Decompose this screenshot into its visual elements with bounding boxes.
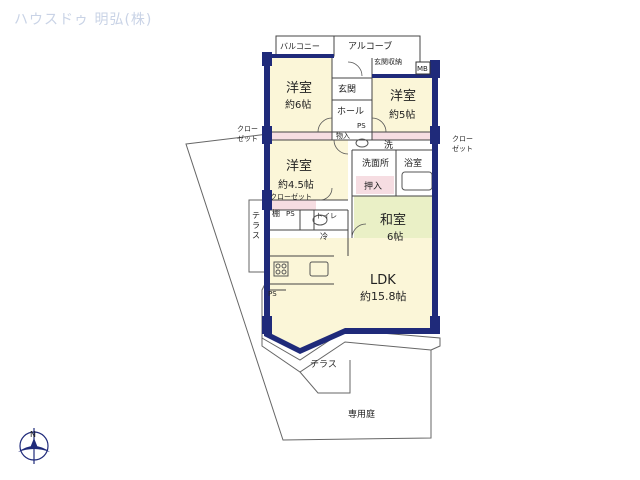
genkan-label: 玄関 (338, 83, 356, 95)
private-garden-label: 専用庭 (348, 408, 375, 420)
terrace-small-1: テ (252, 211, 260, 220)
room-fills (268, 58, 436, 350)
balcony-label: バルコニー (280, 42, 320, 51)
terrace-small-2: ラ (252, 221, 260, 230)
ldk-name: LDK (370, 273, 396, 288)
toilet-bowl (312, 214, 328, 226)
room1-name: 洋室 (286, 80, 312, 96)
washroom-label: 洗面所 (362, 157, 389, 169)
room1-size: 約6帖 (285, 98, 311, 111)
compass-icon: N (18, 428, 50, 464)
closet-right-line2: ゼット (452, 144, 473, 153)
mb-box (415, 61, 431, 75)
room3-name: 洋室 (286, 158, 312, 174)
fixtures (273, 138, 433, 277)
terrace-small-3: ス (252, 231, 260, 240)
oshiire-label: 押入 (364, 180, 382, 192)
alcove-label: アルコーブ (348, 40, 392, 52)
tana-label: 棚 (272, 208, 280, 218)
toilet-label: トイレ (316, 212, 337, 220)
washitsu-size: 6帖 (387, 230, 403, 243)
fridge-label: 冷 (320, 231, 328, 241)
room2-size: 約5帖 (389, 108, 415, 121)
wash-basin (355, 138, 369, 148)
closet3-label: クローゼット (270, 192, 312, 201)
ps-toilet-label: PS (286, 210, 295, 218)
ldk-size: 約15.8帖 (360, 289, 407, 303)
company-watermark: ハウスドゥ 明弘(株) (14, 12, 153, 28)
door-swings (317, 61, 387, 239)
washitsu-name: 和室 (380, 212, 406, 228)
entrance-storage-label: 玄関収納 (374, 57, 402, 66)
room3-size: 約4.5帖 (278, 178, 314, 191)
stove (273, 261, 289, 277)
mb-label: MB (417, 65, 428, 73)
bathroom-label: 浴室 (404, 157, 422, 169)
sink (309, 261, 329, 277)
terrace-label: テラス (310, 359, 337, 370)
structural-walls (262, 52, 440, 354)
closet-left-line1: クロー (237, 125, 258, 133)
wash-label: 洗 (384, 139, 393, 151)
closet-right-line1: クロー (452, 135, 473, 143)
ps-ldk-label: PS (268, 290, 277, 298)
storage-label: 物入 (336, 131, 350, 140)
ps-hall-label: PS (357, 122, 366, 130)
hall-label: ホール (337, 106, 364, 117)
closet-left-line2: ゼット (237, 134, 258, 143)
room2-name: 洋室 (390, 88, 416, 104)
compass-n-label: N (30, 430, 36, 439)
